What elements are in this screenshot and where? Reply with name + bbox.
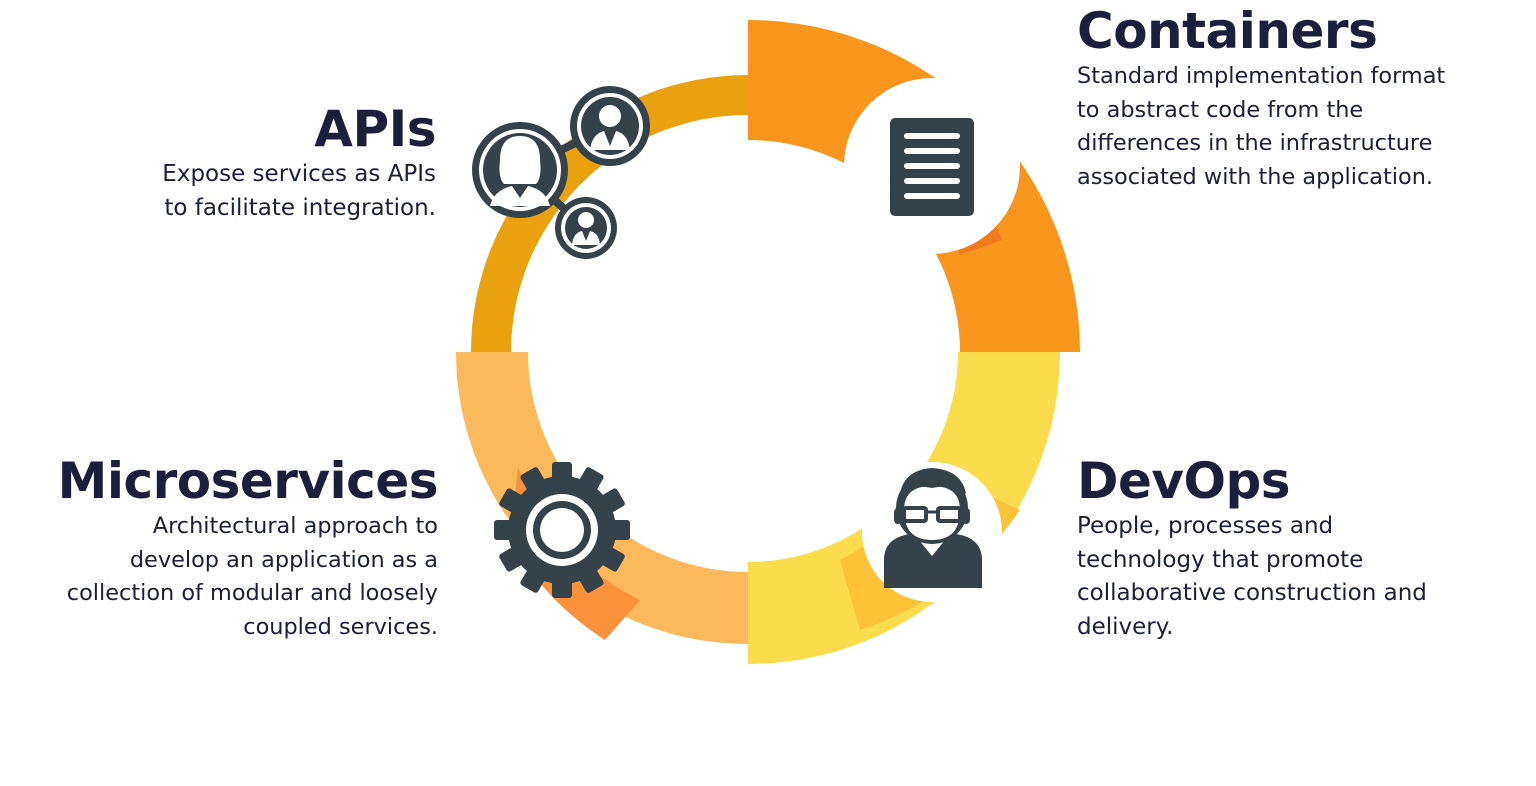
containers-description-line-4: associated with the application. — [1077, 163, 1433, 190]
microservices-description-line-2: develop an application as a — [129, 546, 438, 573]
devops-title: DevOps — [1077, 452, 1291, 510]
devops-description-line-2: technology that promote — [1077, 546, 1364, 573]
microservices-section: Microservices Architectural approach to … — [0, 452, 439, 644]
containers-description-line-3: differences in the infrastructure — [1077, 130, 1433, 156]
document-icon — [890, 118, 974, 216]
microservices-description-line-3: collection of modular and loosely — [66, 580, 438, 606]
containers-title: Containers — [1077, 2, 1378, 60]
developer-icon — [884, 468, 982, 588]
apis-description-line-1: Expose services as APIs — [162, 161, 436, 187]
devops-description-line-3: collaborative construction and — [1077, 580, 1427, 606]
microservices-title: Microservices — [57, 452, 439, 510]
containers-section: Containers Standard implementation forma… — [1077, 2, 1527, 194]
apis-description-line-2: to facilitate integration. — [164, 194, 436, 221]
people-network-icon — [472, 86, 650, 259]
microservices-description-line-4: coupled services. — [243, 613, 438, 640]
devops-description-line-1: People, processes and — [1077, 513, 1334, 539]
apis-section: APIs Expose services as APIs to facilita… — [60, 100, 436, 225]
containers-description-line-2: to abstract code from the — [1077, 96, 1364, 123]
microservices-ring-segment — [456, 352, 748, 644]
devops-description-line-4: delivery. — [1077, 613, 1174, 640]
containers-description-line-1: Standard implementation format — [1077, 63, 1446, 89]
gear-icon — [494, 462, 630, 598]
microservices-ring-accent — [510, 468, 640, 640]
apis-title: APIs — [314, 100, 436, 158]
microservices-description-line-1: Architectural approach to — [152, 513, 438, 539]
devops-section: DevOps People, processes and technology … — [1077, 452, 1517, 644]
